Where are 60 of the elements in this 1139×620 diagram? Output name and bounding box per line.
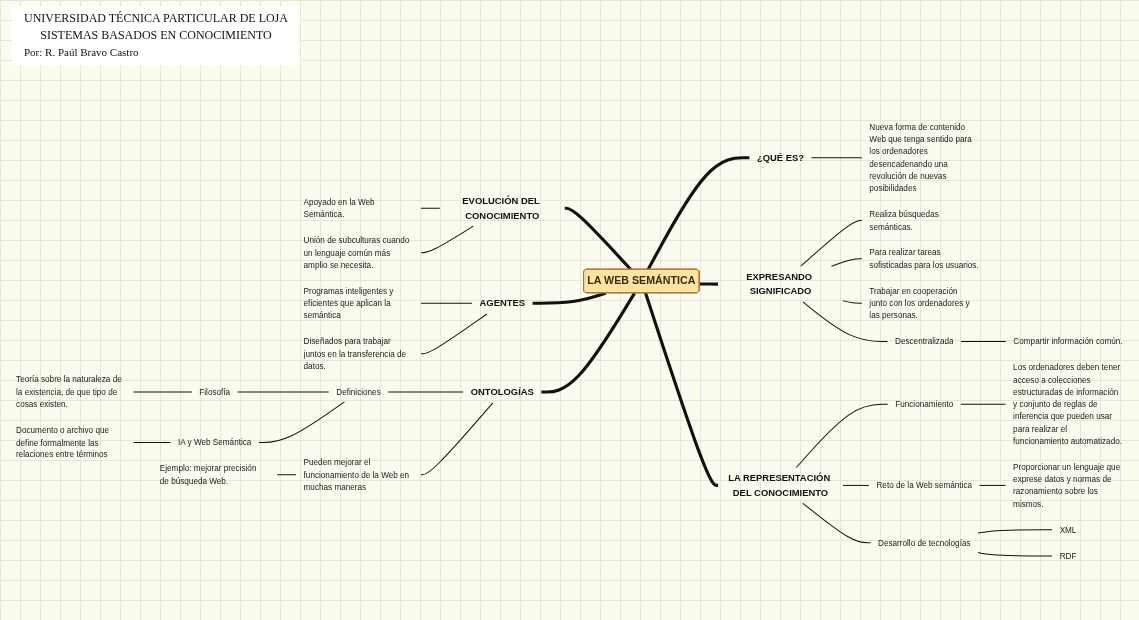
connector: [420, 402, 494, 476]
connector: [420, 207, 441, 209]
connector: [800, 220, 863, 267]
node-text: Apoyado en la Web Semántica.: [303, 197, 375, 219]
node-text: Los ordenadores deben tener acceso a colecciones estructuradas de información y conjunto de reglas de inferencia que pueden usar para realizar el funcionamiento automatizado.: [1013, 362, 1122, 446]
connector: [258, 401, 345, 444]
connector: [960, 403, 1007, 405]
node-text: Documento o archivo que define formalmente las relaciones entre términos: [16, 425, 110, 460]
connector: [977, 552, 1053, 557]
node-text: Funcionamiento: [895, 399, 954, 409]
connector: [564, 206, 632, 271]
node-text: EXPRESANDO SIGNIFICADO: [746, 271, 813, 296]
connector: [276, 474, 297, 476]
connector: [960, 341, 1007, 342]
header-title: UNIVERSIDAD TÉCNICA PARTICULAR DE LOJA: [24, 10, 288, 27]
node-text: Programas inteligentes y eficientes que aplican la semántica: [303, 286, 394, 320]
node-text: IA y Web Semántica: [178, 437, 252, 448]
connector: [795, 403, 889, 469]
node-text: AGENTES: [479, 297, 526, 309]
node-text: ¿QUÉ ES?: [756, 151, 805, 163]
connector: [979, 484, 1007, 486]
node-text: LA REPRESENTACIÓN DEL CONOCIMIENTO: [728, 472, 831, 498]
node-text: Reto de la Web semántica: [876, 480, 973, 490]
node-text: Compartir información común.: [1013, 336, 1123, 347]
node-text: Para realizar tareas sofisticadas para los usuarios.: [869, 247, 979, 270]
connector: [646, 156, 750, 271]
subtitle-text: SISTEMAS BASADOS EN CONOCIMIENTO: [39, 27, 273, 44]
node-text: Teoría sobre la naturaleza de la existencia, de que tipo de cosas existen.: [16, 374, 122, 409]
node-text: Diseñados para trabajar juntos en la transferencia de datos.: [303, 336, 407, 371]
connector: [420, 313, 488, 355]
node-text: Definiciones: [336, 387, 381, 397]
node-text: Ejemplo: mejorar precisión de búsqueda Web.: [159, 463, 257, 486]
connector: [132, 442, 172, 444]
connector: [420, 302, 473, 304]
connector: [802, 502, 871, 544]
connector: [532, 291, 607, 305]
node-text: XML: [1059, 524, 1077, 535]
connector: [802, 301, 888, 342]
connector: [842, 484, 870, 486]
connector: [830, 258, 863, 267]
connector: [699, 282, 719, 286]
node-text: ONTOLOGÍAS: [470, 386, 534, 397]
node-text: Trabajar en cooperación junto con los ordenadores y las personas.: [869, 286, 970, 320]
connector: [977, 529, 1053, 534]
node-text: Proporcionar un lenguaje que exprese datos y normas de razonamiento sobre los mismos.: [1013, 462, 1121, 509]
connector: [420, 225, 474, 254]
node-text: Descentralizada: [895, 336, 954, 347]
node-text: Realiza búsquedas semánticas.: [869, 209, 939, 232]
node-text: Pueden mejorar el funcionamiento de la Web en muchas maneras: [303, 457, 410, 492]
connector: [541, 292, 636, 394]
author-text: Por: R. Paúl Bravo Castro: [24, 45, 140, 60]
node-text: RDF: [1059, 551, 1077, 561]
node-text: Nueva forma de contenido Web que tenga sentido para los ordenadores desencadenando una revolución de nuevas posibilidades: [869, 122, 972, 193]
node-text: Unión de subculturas cuando un lenguaje común más amplio se necesita.: [303, 235, 410, 270]
node-text: Desarrollo de tecnologías: [877, 538, 971, 548]
node-text: EVOLUCIÓN DEL CONOCIMIENTO: [462, 195, 540, 221]
connector: [811, 157, 863, 159]
node-text: Filosofía: [199, 387, 231, 397]
connector: [842, 300, 863, 304]
connector: [644, 292, 719, 487]
